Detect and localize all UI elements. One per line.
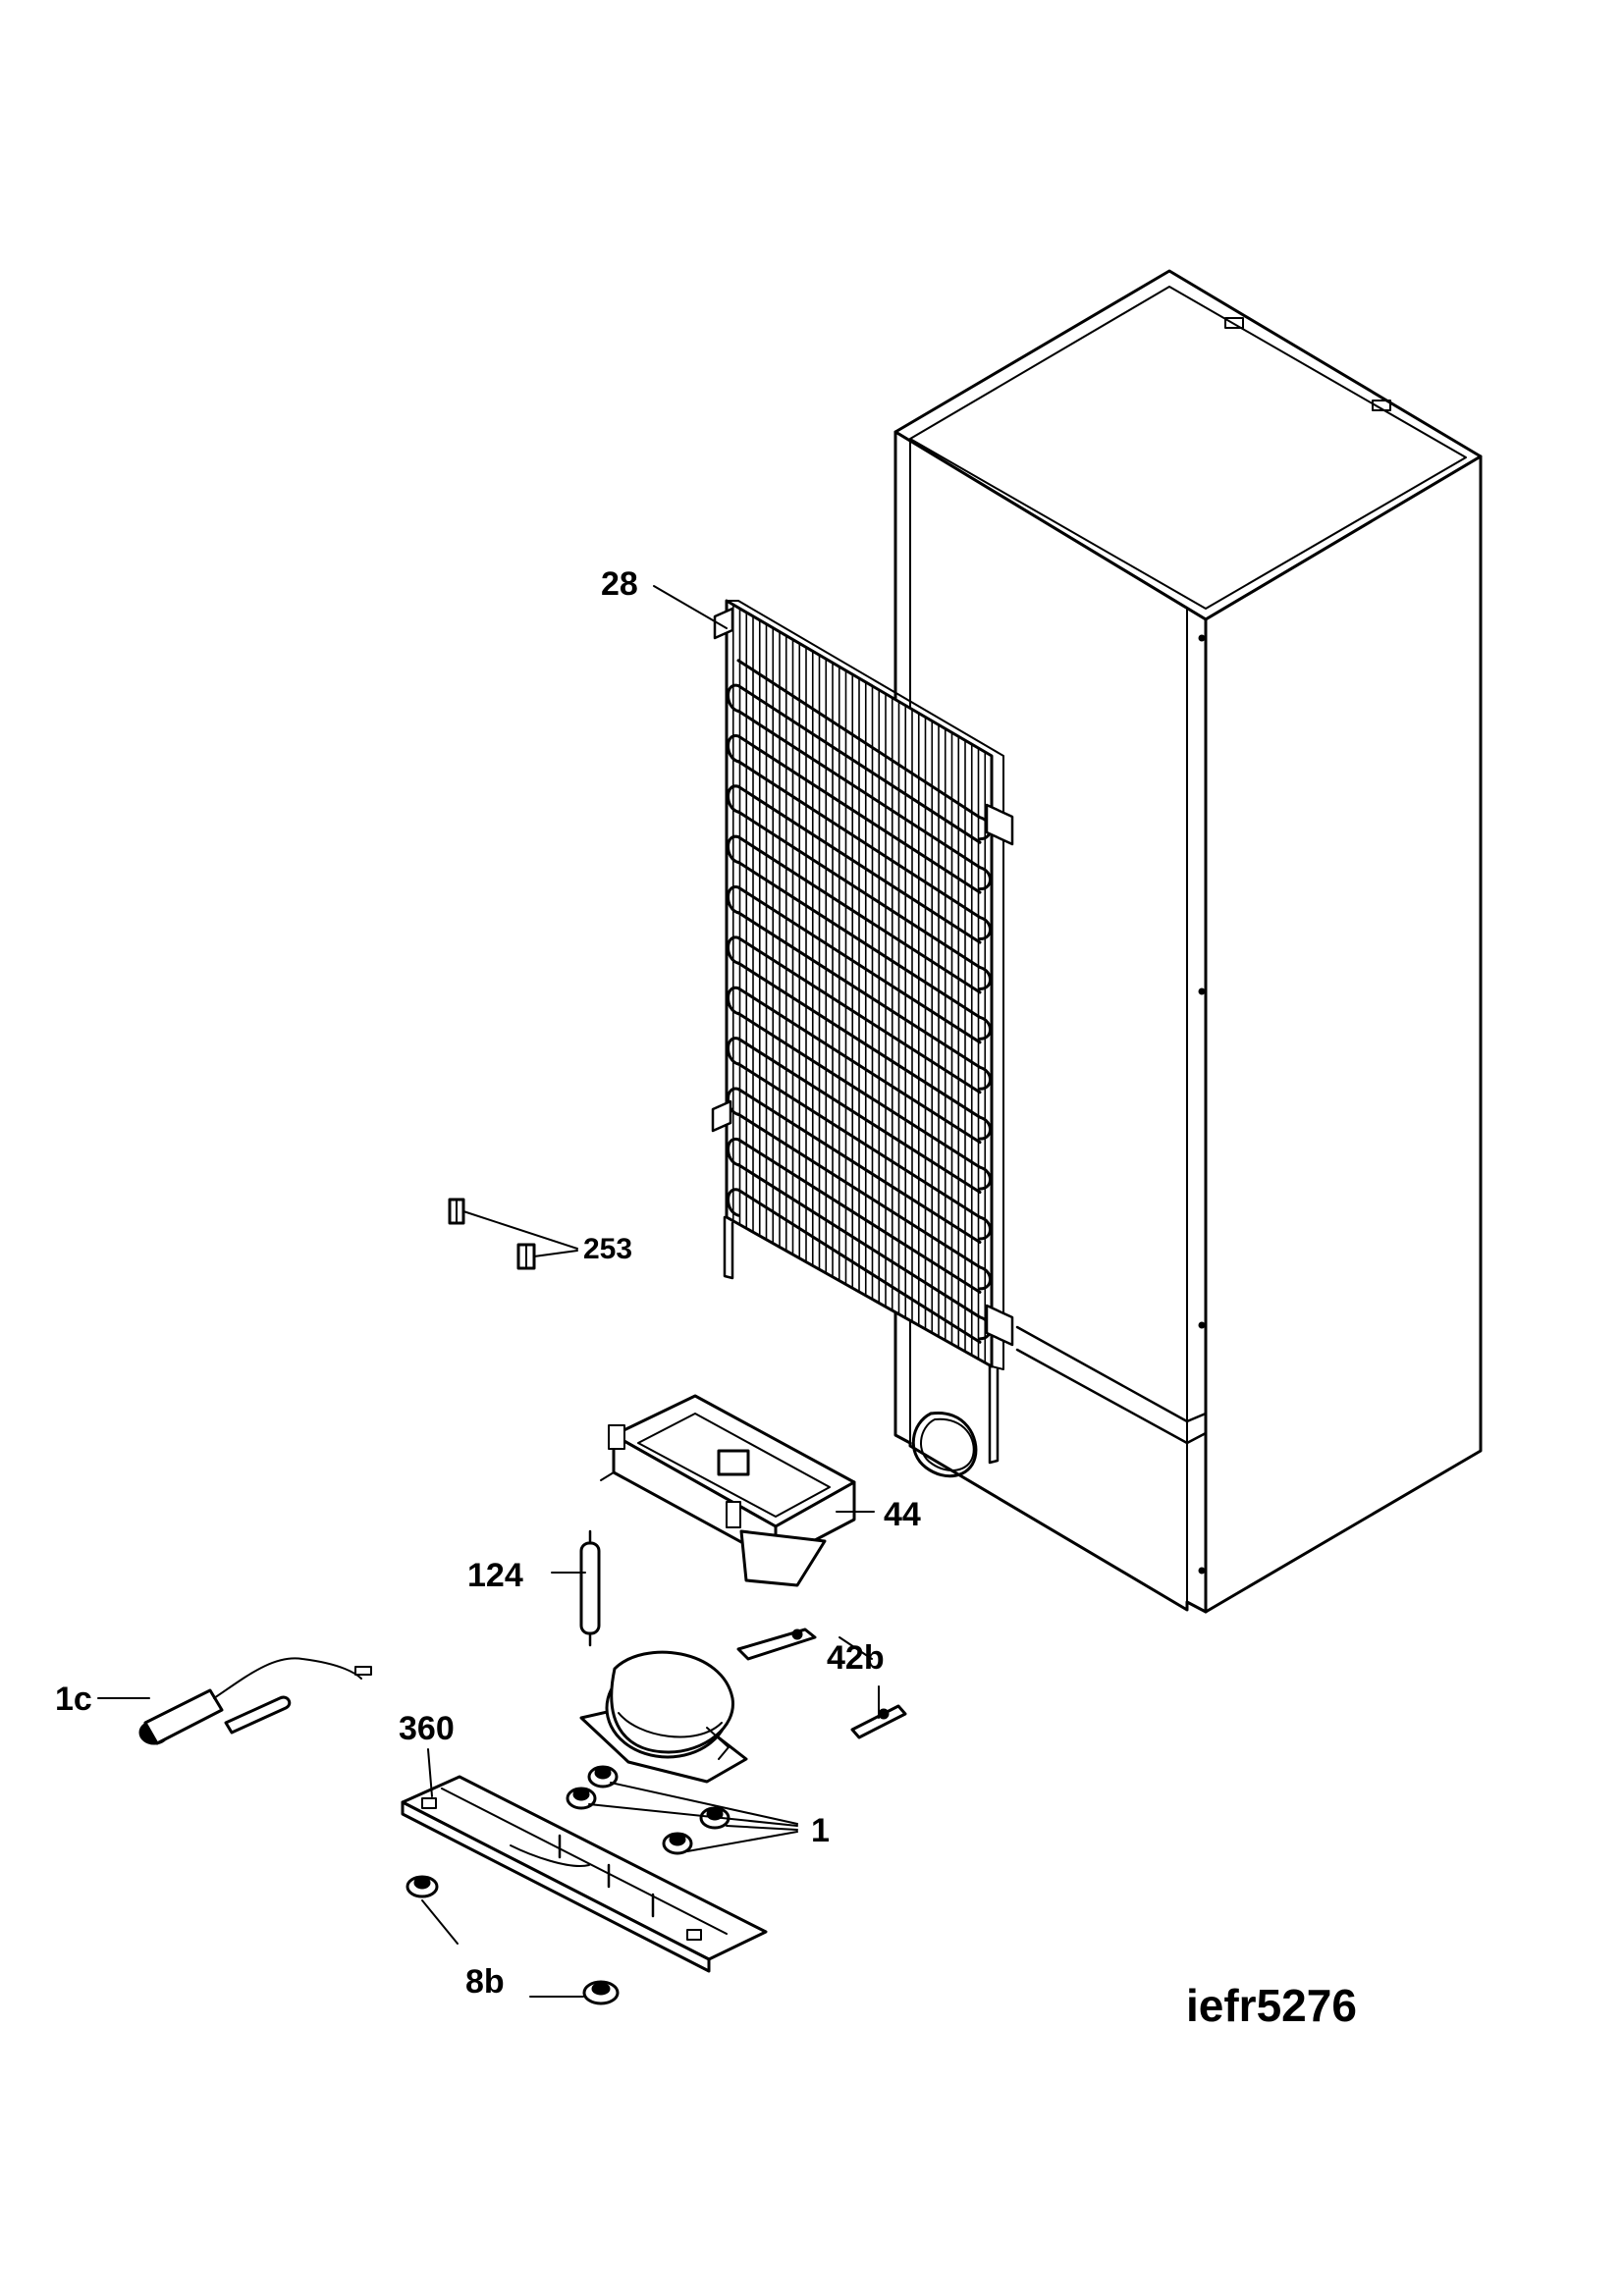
condenser-coil-tube [736,1011,992,1191]
label-grommets: 1 [811,1812,830,1849]
condenser-coil-tube [727,935,982,1095]
spacers [448,1198,536,1270]
condenser-coil-tube [727,683,982,844]
condenser-coil-tube [736,810,992,990]
feet [406,1875,620,2005]
grommet-hole [594,1766,612,1780]
condenser-coil-tube [736,911,992,1091]
capacitor [138,1657,372,1745]
grommet-hole [572,1788,590,1801]
label-spacer: 253 [583,1233,633,1265]
condenser-coil-tube [727,987,982,1145]
label-filter-drier: 124 [467,1557,523,1594]
grommet-hole [669,1833,686,1846]
condenser-coil-tube [727,885,982,1044]
label-compressor-bracket: 42b [827,1639,885,1677]
condenser-coil-tube [727,784,982,944]
condenser-coil-tube [736,1112,992,1291]
condenser-coil-tube [727,1087,982,1244]
condenser-coil-tube [736,1062,992,1241]
condenser-coil-tube [727,1188,982,1344]
condenser-coil-tube [727,734,982,894]
condenser-coil-tube [727,1138,982,1294]
condenser-coil-tube [736,961,992,1141]
condenser [711,599,1014,1478]
compressor [579,1650,748,1784]
condenser-coil-tube [727,1037,982,1195]
label-drip-tray: 44 [884,1496,921,1533]
label-feet: 8b [465,1963,505,2001]
condenser-coil-tube [727,834,982,994]
drawing-code: iefr5276 [1186,1980,1357,2031]
base-plate [401,1775,768,1973]
filter-drier [579,1529,601,1647]
condenser-coil-tube [736,709,992,891]
leader-lines [97,585,880,1998]
grommets [566,1765,730,1855]
label-capacitor: 1c [55,1681,92,1718]
drip-tray [600,1394,856,1587]
compressor-brackets [736,1628,907,1739]
condenser-coil-tube [736,860,992,1041]
condenser-coil-tube [736,760,992,941]
label-condenser: 28 [601,565,638,603]
label-base-plate: 360 [399,1710,455,1747]
